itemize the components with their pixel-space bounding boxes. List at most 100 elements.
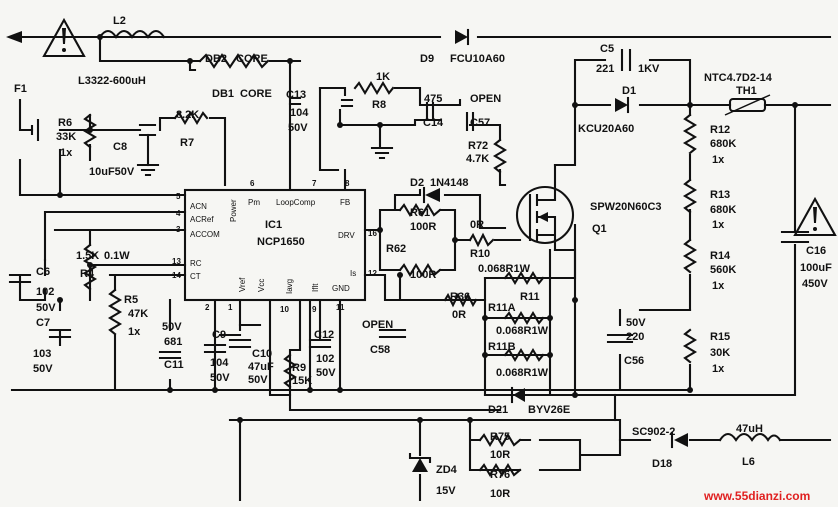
label-text: 7 — [312, 179, 317, 188]
label-text: 1N4148 — [430, 177, 469, 189]
label-text: Pm — [248, 198, 260, 207]
label-text: FCU10A60 — [450, 53, 505, 65]
label-text: C7 — [36, 317, 50, 329]
label-text: R75 — [490, 431, 510, 443]
label-text: 1KV — [638, 63, 660, 75]
label-text: R4 — [80, 268, 95, 280]
label-text: 4 — [176, 209, 181, 218]
label-text: 50V — [33, 363, 53, 375]
label-text: 680K — [710, 204, 736, 216]
label-text: D9 — [420, 53, 434, 65]
label-text: R11B — [488, 341, 516, 353]
label-D9: D9 FCU10A60 — [420, 53, 505, 65]
label-text: Iflt — [311, 283, 320, 292]
label-text: 50V — [248, 374, 268, 386]
label-text: 10uF50V — [89, 166, 135, 178]
label-text: CORE — [240, 88, 272, 100]
label-text: C5 — [600, 43, 614, 55]
label-text: R10 — [470, 248, 490, 260]
label-text: 50V — [626, 317, 646, 329]
label-text: 1x — [712, 363, 725, 375]
label-text: KCU20A60 — [578, 123, 634, 135]
label-text: C12 — [314, 329, 334, 341]
label-text: D1 — [622, 85, 636, 97]
label-text: L3322-600uH — [78, 75, 146, 87]
label-text: ACCOM — [190, 230, 220, 239]
label-text: Iavg — [285, 279, 294, 294]
label-text: 30K — [710, 347, 730, 359]
label-text: 681 — [164, 336, 182, 348]
label-D2: D2 1N4148 — [410, 177, 469, 189]
label-text: C58 — [370, 344, 390, 356]
label-F1: F1 — [14, 83, 27, 95]
label-text: F1 — [14, 83, 27, 95]
label-text: 1x — [712, 154, 725, 166]
label-text: 0.068R1W — [478, 263, 531, 275]
label-text: R62 — [386, 243, 406, 255]
label-text: 220 — [626, 331, 644, 343]
label-text: 50V — [288, 122, 308, 134]
label-text: 8 — [345, 179, 350, 188]
ic-part: NCP1650 — [257, 236, 305, 248]
label-text: R6 — [58, 117, 72, 129]
label-text: 6 — [250, 179, 255, 188]
ic-body — [183, 188, 367, 302]
watermark: www.55dianzi.com — [703, 489, 810, 503]
label-text: R14 — [710, 250, 731, 262]
ic-power-label: Power — [229, 199, 238, 222]
label-text: L6 — [742, 456, 755, 468]
label-text: 33K — [56, 131, 76, 143]
label-text: 11 — [336, 303, 345, 312]
label-text: Vref — [238, 277, 247, 292]
label-text: OPEN — [362, 319, 393, 331]
label-text: 4.7K — [466, 153, 489, 165]
label-text: DRV — [338, 231, 355, 240]
label-text: R8 — [372, 99, 386, 111]
label-text: 0.068R1W — [496, 325, 549, 337]
label-text: 0R — [470, 219, 484, 231]
label-C57: C57 — [470, 117, 490, 129]
label-text: 0.068R1W — [496, 367, 549, 379]
label-text: R72 — [468, 140, 488, 152]
label-text: C56 — [624, 355, 644, 367]
label-text: 103 — [33, 348, 51, 360]
label-text: C6 — [36, 266, 50, 278]
label-R11B: R11B 0.068R1W — [488, 341, 549, 379]
label-text: LoopComp — [276, 198, 316, 207]
label-text: 8.2K — [176, 109, 199, 121]
label-text: 1x — [128, 326, 141, 338]
label-text: 47K — [128, 308, 148, 320]
label-text: 1x — [712, 280, 725, 292]
wires — [6, 31, 832, 502]
label-text: Vcc — [257, 279, 266, 292]
label-C58: OPEN C58 — [362, 319, 393, 356]
label-text: D2 — [410, 177, 424, 189]
label-text: R76 — [490, 469, 510, 481]
label-text: OPEN — [470, 93, 501, 105]
label-text: R11A — [488, 302, 516, 314]
label-text: 1 — [228, 303, 233, 312]
label-text: R7 — [180, 137, 194, 149]
label-text: 2 — [205, 303, 210, 312]
